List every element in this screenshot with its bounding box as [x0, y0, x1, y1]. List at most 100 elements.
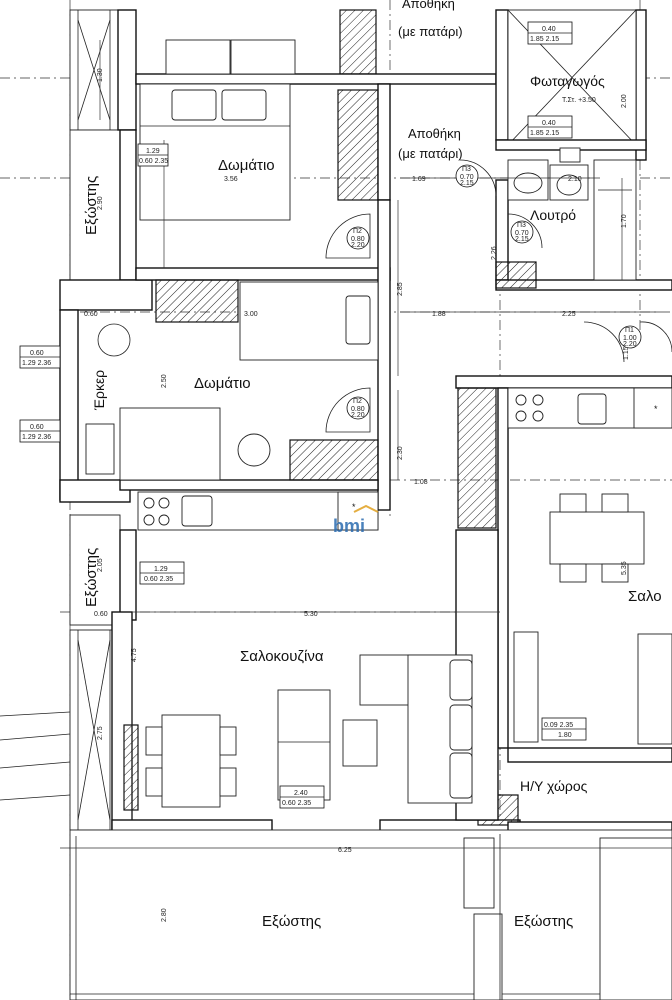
bmi-logo: bmi	[333, 504, 379, 536]
room-label-storage-top-1-sub: (με πατάρι)	[398, 24, 463, 39]
window-tag-7: 2.40 0.60 2.35	[279, 785, 325, 809]
dim-225: 2.25	[562, 311, 576, 318]
svg-text:0.60: 0.60	[30, 350, 44, 357]
svg-text:Π2: Π2	[353, 398, 362, 405]
svg-text:0.80: 0.80	[351, 236, 365, 243]
room-label-bath: Λουτρό	[530, 207, 576, 223]
bathroom-fixtures	[507, 147, 637, 281]
dim-205: 2.05	[97, 558, 104, 572]
dim-250: 2.50	[161, 374, 168, 388]
svg-text:2.15: 2.15	[460, 180, 474, 187]
dim-060a: 0.60	[84, 311, 98, 318]
dim-060b: 0.60	[94, 611, 108, 618]
room-label-storage-top-2: Αποθήκη	[408, 126, 461, 141]
svg-text:Π3: Π3	[517, 222, 526, 229]
dim-226: 2.26	[491, 246, 498, 260]
room-label-lightwell: Φωταγωγός	[530, 73, 605, 89]
room-label-bedroom-1: Δωμάτιο	[218, 157, 275, 174]
dim-108: 1.08	[414, 479, 428, 486]
dim-188: 1.88	[432, 311, 446, 318]
svg-text:Π2: Π2	[353, 228, 362, 235]
window-tag-3: 1.29 0.60 2.35	[137, 143, 169, 167]
svg-text:0.40: 0.40	[542, 120, 556, 127]
dimension-lines	[70, 40, 672, 849]
svg-text:1.29 2.36: 1.29 2.36	[22, 434, 51, 441]
right-apartment	[507, 387, 672, 859]
dim-475: 4.75	[131, 648, 138, 662]
dim-170: 1.70	[621, 214, 628, 228]
dim-210: 2.10	[568, 176, 582, 183]
dim-300: 3.00	[244, 311, 258, 318]
svg-text:0.40: 0.40	[542, 26, 556, 33]
svg-text:0.60 2.35: 0.60 2.35	[144, 576, 173, 583]
svg-text:1.29: 1.29	[154, 566, 168, 573]
left-facade	[69, 9, 121, 831]
svg-text:Π1: Π1	[625, 327, 634, 334]
door-tag-p3-bath: Π3 0.70 2.15	[510, 220, 534, 244]
kitchen-counter	[137, 491, 379, 531]
svg-text:0.80: 0.80	[351, 406, 365, 413]
dim-130: 1.30	[97, 68, 104, 82]
svg-text:1.80: 1.80	[558, 732, 572, 739]
svg-text:2.15: 2.15	[515, 236, 529, 243]
dim-280: 2.80	[161, 908, 168, 922]
dim-200: 2.00	[621, 94, 628, 108]
window-tags: 0.60 1.29 2.36 0.60 1.29 2.36 1.29 0.60 …	[19, 21, 587, 809]
window-tag-4: 1.29 0.60 2.35	[139, 561, 185, 585]
svg-text:0.60: 0.60	[30, 424, 44, 431]
lightwell-note: Τ.Στ. +3.50	[562, 97, 596, 104]
svg-text:1.29: 1.29	[146, 148, 160, 155]
room-label-balcony-bottom-right: Εξώστης	[514, 913, 573, 930]
window-tag-5: 0.40 1.85 2.15	[527, 21, 573, 45]
window-tag-6: 0.40 1.85 2.15	[527, 115, 573, 139]
asterisk-mark: *	[352, 502, 356, 512]
dim-356: 3.56	[224, 176, 238, 183]
room-label-balcony-bottom: Εξώστης	[262, 913, 321, 930]
asterisk-mark: *	[654, 404, 658, 414]
room-label-bedroom-2: Δωμάτιο	[194, 375, 251, 392]
room-label-erker: Έρκερ	[91, 370, 107, 411]
room-label-balcony-mid-left: Εξώστης	[83, 548, 100, 607]
svg-text:2.20: 2.20	[351, 242, 365, 249]
room-label-balcony-top-left: Εξώστης	[83, 176, 100, 235]
door-tag-p2-bedroom-2: Π2 0.80 2.20	[346, 396, 370, 420]
dim-535: 5.35	[621, 561, 628, 575]
dim-230: 2.30	[397, 446, 404, 460]
svg-text:2.20: 2.20	[623, 341, 637, 348]
bedroom-2-furniture	[85, 279, 379, 481]
svg-text:0.60 2.35: 0.60 2.35	[282, 800, 311, 807]
room-label-storage-top-1: Αποθήκη	[402, 0, 455, 11]
dim-625: 6.25	[338, 847, 352, 854]
dim-530: 5.30	[304, 611, 318, 618]
bottom-balcony	[0, 711, 672, 1000]
room-label-living-kitchen: Σαλοκουζίνα	[240, 648, 324, 665]
svg-text:Π3: Π3	[462, 166, 471, 173]
svg-text:0.60 2.35: 0.60 2.35	[139, 158, 168, 165]
door-tags: Π3 0.70 2.15 Π3 0.70 2.15 Π2 0.80 2.20 Π…	[346, 164, 642, 420]
svg-text:2.20: 2.20	[351, 412, 365, 419]
dim-115: 1.15	[623, 346, 630, 360]
room-label-hv-room: Η/Υ χώρος	[520, 778, 588, 794]
room-label-storage-top-2-sub: (με πατάρι)	[398, 146, 463, 161]
svg-text:2.40: 2.40	[294, 790, 308, 797]
dimension-labels: 1.30 2.90 3.56 1.69 2.10 1.70 2.85 0.60 …	[84, 68, 630, 922]
window-tag-2: 0.60 1.29 2.36	[19, 419, 61, 443]
svg-text:0.70: 0.70	[460, 174, 474, 181]
door-tag-p1-entrance: Π1 1.00 2.20	[618, 325, 642, 349]
svg-text:1.00: 1.00	[623, 335, 637, 342]
room-labels: Εξώστης Εξώστης Αποθήκη (με πατάρι) Αποθ…	[83, 0, 662, 930]
door-tag-p3-storage: Π3 0.70 2.15	[455, 164, 479, 188]
svg-text:1.85 2.15: 1.85 2.15	[530, 130, 559, 137]
living-furniture	[145, 654, 473, 808]
svg-text:0.70: 0.70	[515, 230, 529, 237]
svg-text:1.29 2.36: 1.29 2.36	[22, 360, 51, 367]
dim-285: 2.85	[397, 282, 404, 296]
window-tag-1: 0.60 1.29 2.36	[19, 345, 61, 369]
room-label-living-right: Σαλο	[628, 588, 662, 605]
door-tag-p2-bedroom-1: Π2 0.80 2.20	[346, 226, 370, 250]
svg-text:1.85 2.15: 1.85 2.15	[530, 36, 559, 43]
dim-275: 2.75	[97, 726, 104, 740]
svg-text:bmi: bmi	[333, 516, 365, 536]
svg-text:0.09 2.35: 0.09 2.35	[544, 722, 573, 729]
